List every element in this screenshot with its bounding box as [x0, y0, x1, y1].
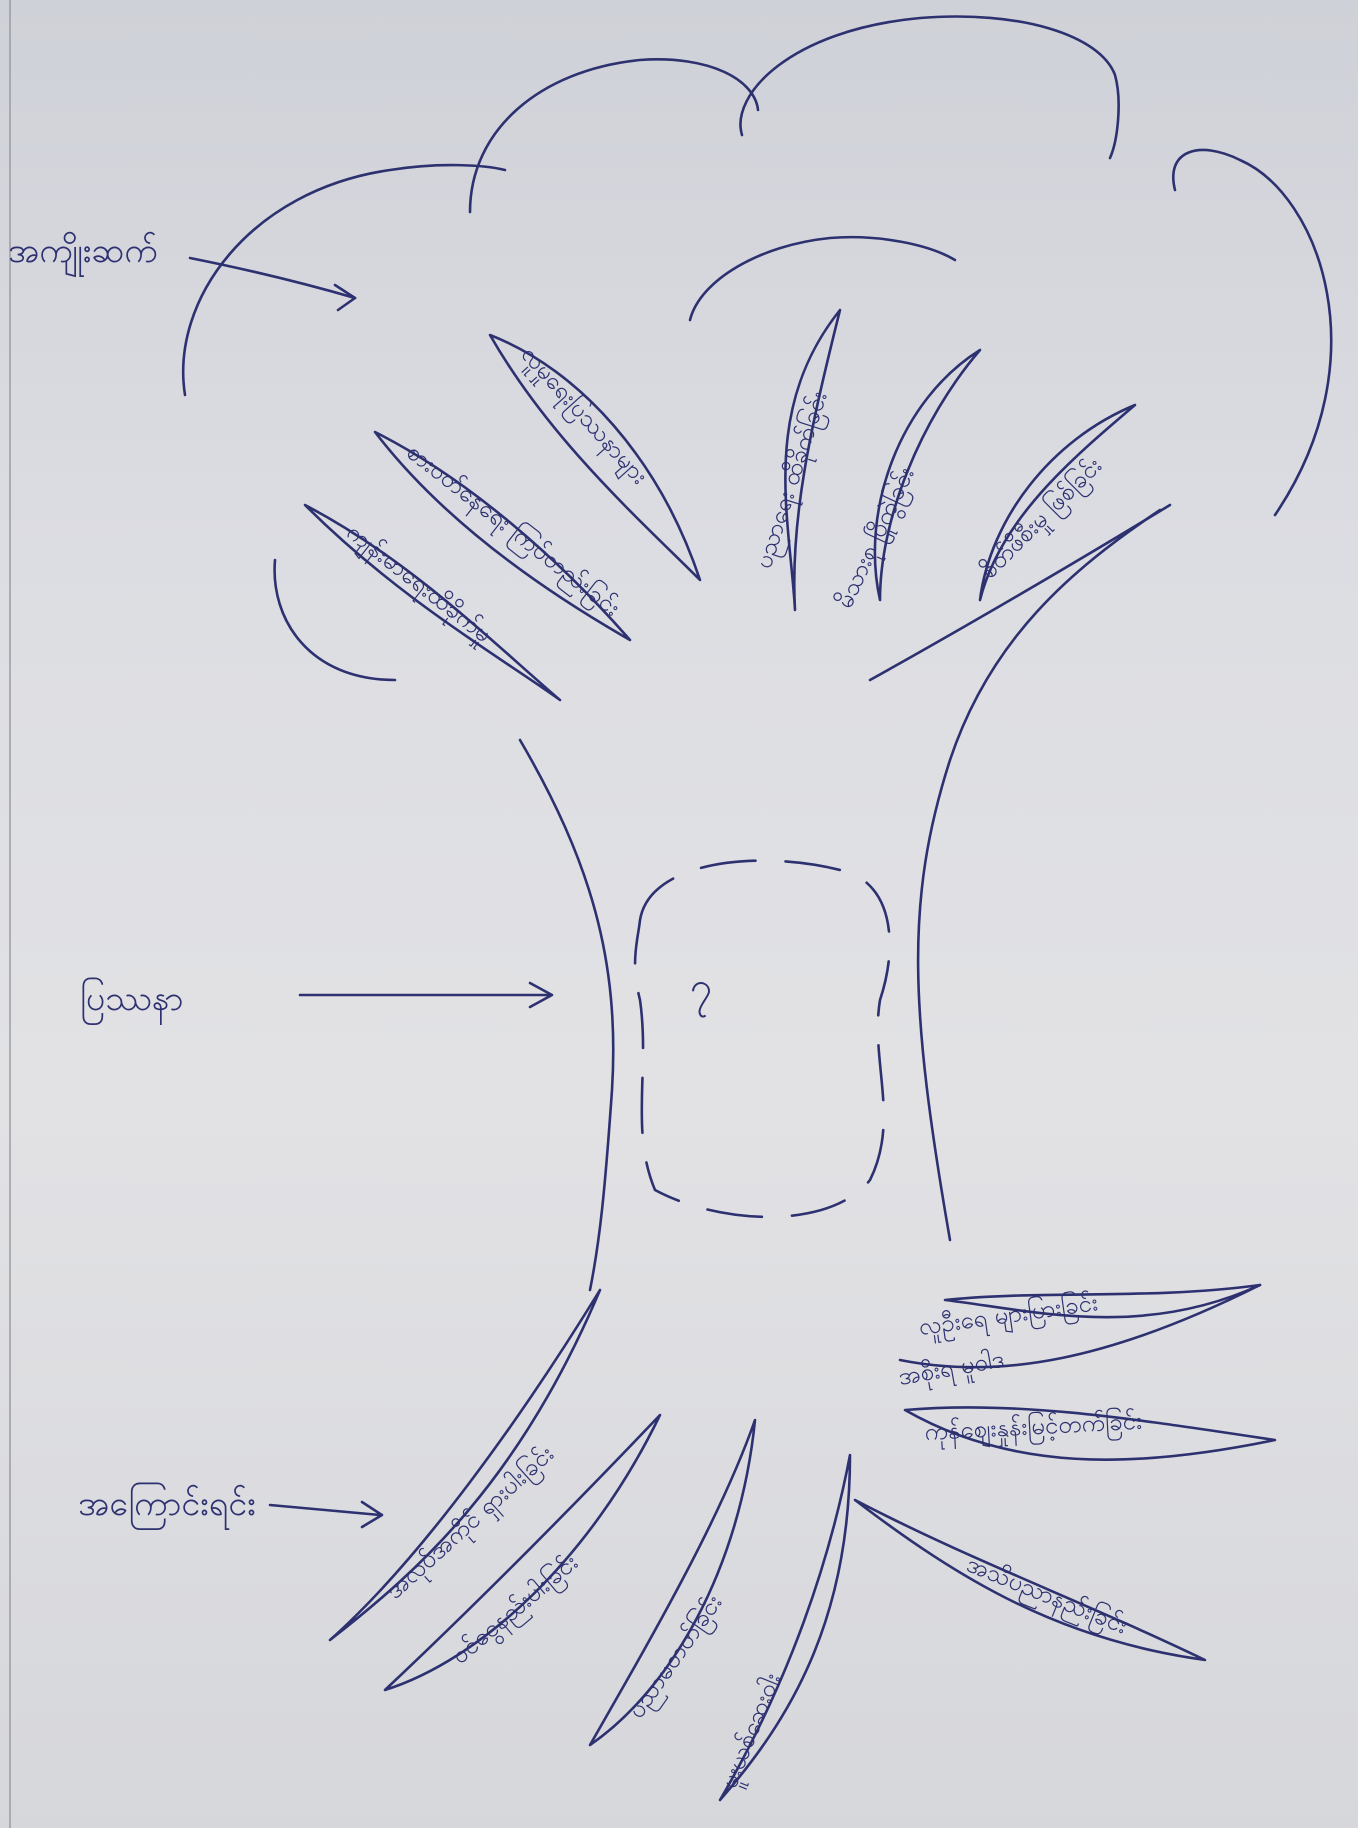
- center-number: ၇: [690, 964, 713, 1018]
- trunk-label: ပြဿနာ: [80, 979, 184, 1025]
- root-leaf-text: ကုန်ဈေးနှုန်းမြင့်တက်ခြင်း: [924, 1405, 1143, 1451]
- root-leaf-text: မူးယစ်ဆေးဝါး: [714, 1669, 791, 1795]
- branch-leaf-text: လူမှုရေးပြဿနာများ: [512, 339, 656, 493]
- roots-arrow: [268, 1500, 384, 1529]
- crown-label: အကျိုးဆက်: [8, 231, 158, 277]
- branch-leaf-text: မိသားစု ပြိုကွဲခြင်း: [828, 462, 925, 615]
- trunk-arrow: [298, 981, 554, 1009]
- tree-trunk: [518, 508, 1162, 1292]
- crown-arrow: [188, 256, 357, 312]
- root-leaves: [328, 1283, 1277, 1802]
- root-leaf-text: ဝင်ငွေနည်းပါးခြင်း: [445, 1547, 587, 1675]
- root-leaf-text: အသိပညာနည်းခြင်း: [961, 1548, 1132, 1644]
- branch-leaf-text: ကျန်းမာရေးထိခိုက်မှု: [338, 517, 498, 652]
- branch-leaves: [303, 308, 1172, 702]
- tree-crown: [182, 15, 1333, 682]
- root-leaf-text: ပညာမတတ်ခြင်း: [620, 1588, 731, 1726]
- root-leaf-text: အစိုးရ မူဝါဒ: [896, 1344, 1007, 1396]
- roots-label: အကြောင်းရင်း: [78, 1484, 256, 1530]
